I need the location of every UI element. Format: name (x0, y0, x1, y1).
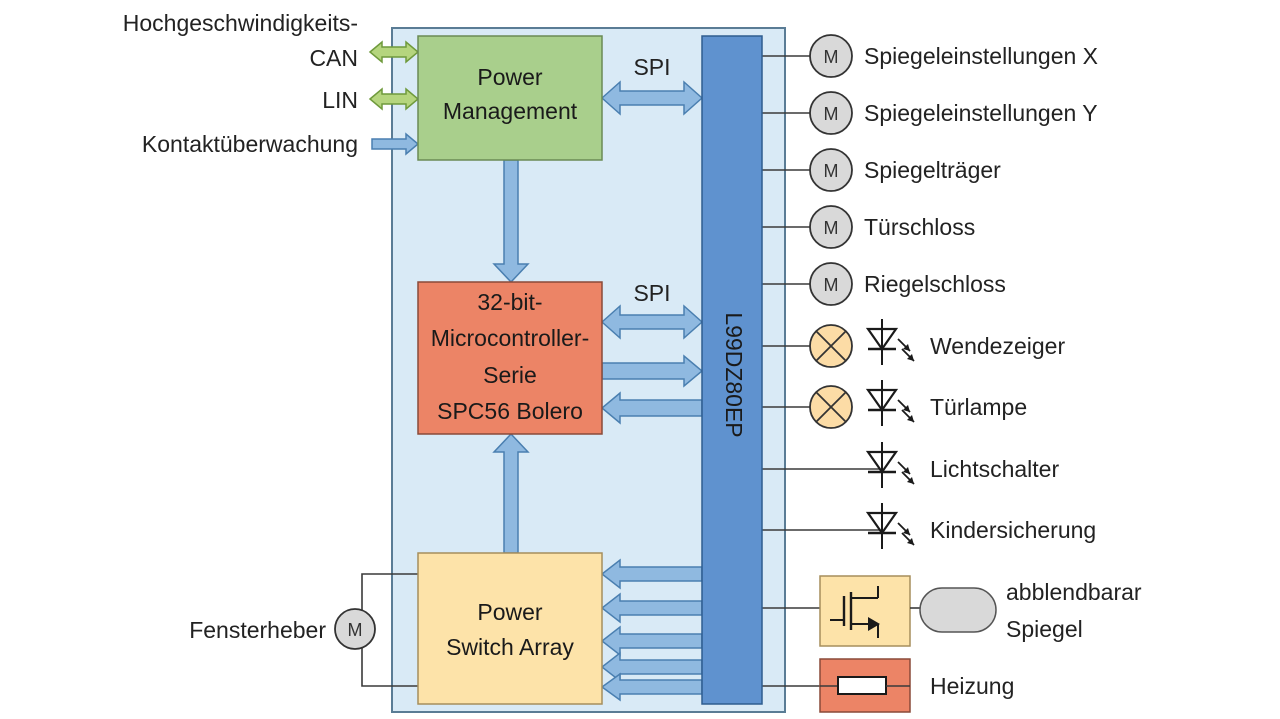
lin-label: LIN (322, 87, 358, 113)
mcu-label-3: Serie (483, 362, 537, 388)
mcu-to-chip-arrow (601, 354, 704, 388)
power-management-label-1: Power (477, 64, 543, 90)
contact-label: Kontaktüberwachung (142, 131, 358, 157)
mcu-label-4: SPC56 Bolero (437, 398, 583, 424)
svg-text:M: M (824, 161, 839, 181)
mirror-label-2: Spiegel (1006, 616, 1083, 642)
mcu-label-1: 32-bit- (477, 289, 542, 315)
svg-text:M: M (824, 218, 839, 238)
load-label-spiegel-x: Spiegeleinstellungen X (864, 43, 1098, 69)
load-label-tuerschloss: Türschloss (864, 214, 975, 240)
chip-to-switch-arrows (600, 558, 703, 702)
microcontroller-block (417, 281, 603, 435)
motor-icon-spiegeltraeger: M (809, 148, 853, 192)
chip-to-mcu-arrow (600, 391, 703, 425)
load-label-spiegeltraeger: Spiegelträger (864, 157, 1001, 183)
led-icon-tuerlampe (866, 378, 916, 428)
heater-label: Heizung (930, 673, 1014, 699)
switch-array-label-2: Switch Array (446, 634, 574, 660)
load-label-tuerlampe: Türlampe (930, 394, 1027, 420)
chip-label: L99DZ80EP (721, 312, 747, 437)
power-switch-array-block (417, 552, 603, 705)
motor-icon-riegelschloss: M (809, 262, 853, 306)
led-icon-kindersicherung (866, 501, 916, 551)
led-icon-lichtschalter (866, 440, 916, 490)
right-bus-lines (762, 55, 880, 687)
svg-text:M: M (824, 104, 839, 124)
power-management-label-2: Management (443, 98, 578, 124)
load-label-riegelschloss: Riegelschloss (864, 271, 1006, 297)
led-icon-wendezeiger (866, 317, 916, 367)
load-label-wendezeiger: Wendezeiger (930, 333, 1065, 359)
svg-text:M: M (348, 620, 363, 640)
motor-icon-spiegel-y: M (809, 91, 853, 135)
lamp-icon-tuerlampe (809, 385, 853, 429)
fensterheber-motor-icon: M (334, 608, 376, 650)
spi-label-pm: SPI (633, 54, 670, 80)
motor-icon-spiegel-x: M (809, 34, 853, 78)
mirror-label-1: abblendbarar (1006, 579, 1142, 605)
lamp-icon-wendezeiger (809, 324, 853, 368)
power-management-block (417, 35, 603, 161)
fensterheber-label: Fensterheber (189, 617, 326, 643)
pm-to-mcu-arrow (492, 159, 530, 284)
heater-icon (819, 658, 911, 713)
load-label-kindersicherung: Kindersicherung (930, 517, 1096, 543)
mosfet-icon (819, 575, 911, 647)
contact-arrow (371, 132, 420, 156)
load-label-spiegel-y: Spiegeleinstellungen Y (864, 100, 1098, 126)
mirror-icon (919, 587, 997, 633)
load-label-lichtschalter: Lichtschalter (930, 456, 1059, 482)
can-label-2: CAN (309, 45, 358, 71)
switch-array-label-1: Power (477, 599, 543, 625)
mcu-label-2: Microcontroller- (431, 325, 589, 351)
l99dz80ep-chip (701, 35, 763, 705)
svg-text:M: M (824, 47, 839, 67)
spi-label-mcu: SPI (633, 280, 670, 306)
motor-icon-tuerschloss: M (809, 205, 853, 249)
svg-text:M: M (824, 275, 839, 295)
can-label-1: Hochgeschwindigkeits- (123, 10, 358, 36)
